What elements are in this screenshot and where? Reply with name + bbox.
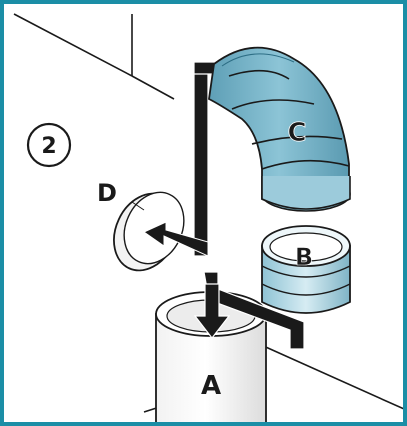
step-number: 2 — [41, 134, 56, 159]
label-c: C — [287, 118, 306, 148]
label-a: A — [201, 371, 221, 401]
installation-diagram: 2 D B C A — [4, 4, 407, 426]
label-d: D — [97, 179, 117, 207]
elbow-c — [209, 48, 350, 211]
step-number-badge: 2 — [28, 124, 70, 166]
label-b: B — [295, 243, 313, 271]
